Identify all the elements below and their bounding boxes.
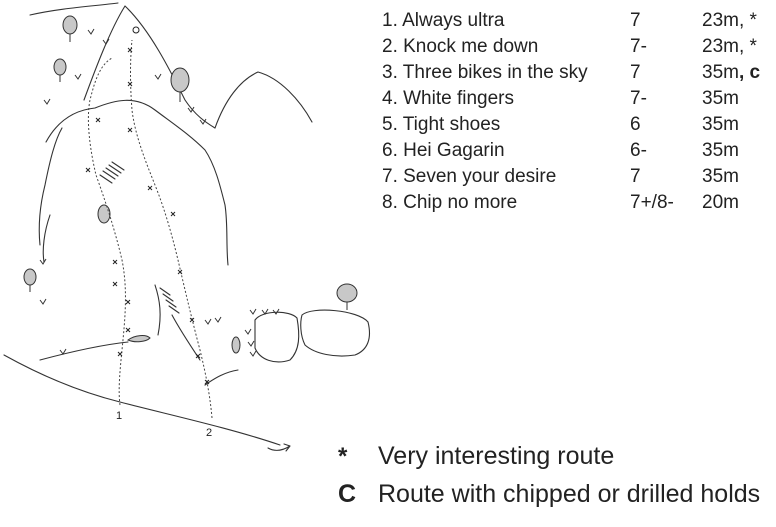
route-mark: , c [738,62,761,83]
route-length: 35m [702,114,739,135]
route-grade: 7 [630,62,641,83]
route-length-value: 23m [702,36,739,57]
route-length: 35m [702,166,739,187]
route-name: 3. Three bikes in the sky [382,62,588,83]
rock-outline-right-ridge [214,71,313,129]
route-label-1: 1 [116,410,122,422]
legend-chipped: C Route with chipped or drilled holds [338,480,760,509]
rock-outline-left-lower [38,127,63,246]
anchor-icon [132,26,140,34]
snow-patch [97,204,111,224]
legend-interesting-text: Very interesting route [378,442,615,470]
rock-base-line [39,341,129,361]
chip-symbol: C [338,480,357,508]
snow-patch [231,336,241,354]
legend-interesting: * Very interesting route [338,442,614,471]
tree-icon [62,15,78,35]
snow-patch [126,335,151,343]
route-length-value: 35m [702,62,739,83]
route-length: 20m [702,192,739,213]
ground-line [3,354,281,446]
route-mark: , * [738,36,757,57]
rock-base-line-right [204,369,239,386]
route-grade: 6 [630,114,641,135]
route-length-value: 23m [702,10,739,31]
route-line-2 [130,39,213,419]
route-name: 5. Tight shoes [382,114,501,135]
legend-chipped-text: Route with chipped or drilled holds [378,480,761,508]
star-symbol: * [338,443,348,470]
rock-outline-buttress-base [171,314,201,361]
tree-icon [23,268,37,286]
route-name: 1. Always ultra [382,10,505,31]
route-grade: 7 [630,10,641,31]
route-name: 8. Chip no more [382,192,518,213]
route-line-1 [87,57,126,406]
route-length: 23m, * [702,8,757,34]
bolt-marks [85,47,210,385]
hatching-upper [99,161,125,184]
route-label-2: 2 [206,427,212,439]
route-mark: , * [738,10,757,31]
route-grade: 7- [630,36,647,57]
tree-icon [53,58,67,76]
path-arrow [267,443,291,452]
hatching-lower [159,287,180,314]
route-grade: 6- [630,140,647,161]
rock-outline-middle-ridge [45,99,229,266]
bush-marks [39,28,280,357]
rock-outline-left-edge [42,214,51,263]
tree-icon [170,67,190,93]
route-name: 4. White fingers [382,88,514,109]
tree-icon [336,283,358,303]
route-length: 35m, c [702,60,760,86]
route-length: 23m, * [702,34,757,60]
route-grade: 7+/8- [630,192,674,213]
rock-outline-summit [83,5,216,129]
rock-outline-buttress [154,284,161,336]
route-grade: 7- [630,88,647,109]
route-length: 35m [702,88,739,109]
rock-outline-top-left [29,2,119,16]
route-name: 6. Hei Gagarin [382,140,505,161]
boulder-1 [254,311,300,363]
route-name: 2. Knock me down [382,36,539,57]
route-length: 35m [702,140,739,161]
route-grade: 7 [630,166,641,187]
boulder-2 [300,309,371,357]
route-name: 7. Seven your desire [382,166,557,187]
